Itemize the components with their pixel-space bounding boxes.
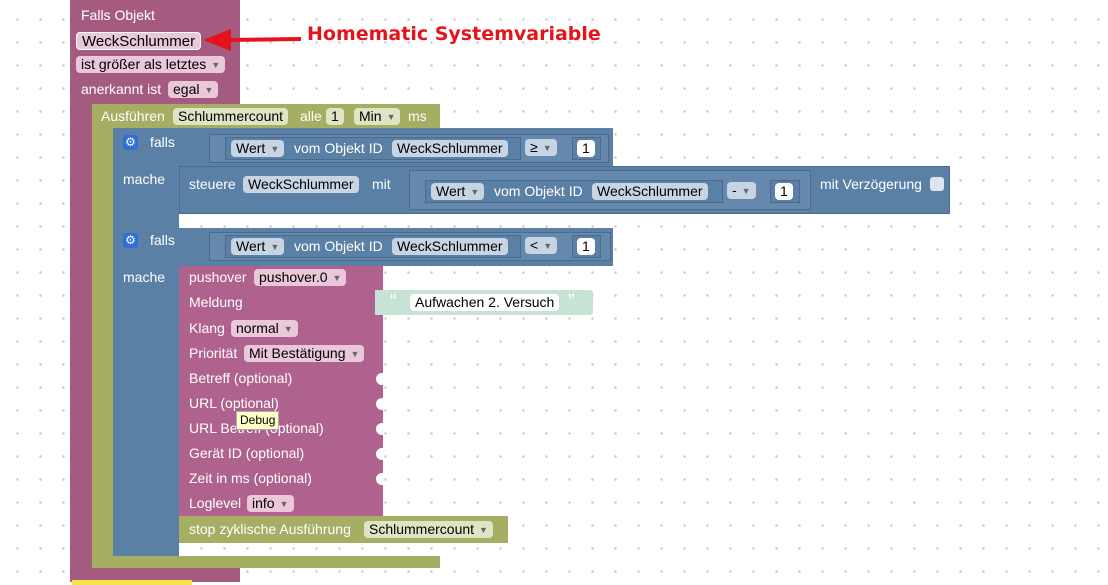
interval-block-spine <box>92 104 113 568</box>
trigger-condition-dropdown[interactable]: ist größer als letztes▼ <box>76 56 226 73</box>
if-2-of-label: vom Objekt ID <box>294 238 383 254</box>
chevron-down-icon: ▼ <box>211 60 221 70</box>
pushover-subject-label: Betreff (optional) <box>189 370 293 386</box>
trigger-block-next-connector <box>72 580 192 585</box>
if-block-2-spine <box>113 228 179 556</box>
control-delay-label: mit Verzögerung <box>820 176 922 192</box>
control-value-field[interactable]: 1 <box>775 183 793 200</box>
if-2-object-field[interactable]: WeckSchlummer <box>392 238 508 255</box>
pushover-label: pushover <box>189 269 247 285</box>
chevron-down-icon: ▼ <box>283 324 293 334</box>
chevron-down-icon: ▼ <box>332 273 342 283</box>
trigger-block-footer <box>70 566 240 582</box>
pushover-url-label: URL (optional) <box>189 395 279 411</box>
control-property-dropdown[interactable]: Wert▼ <box>431 183 485 200</box>
trigger-header: Falls Objekt <box>81 7 155 23</box>
chevron-down-icon: ▼ <box>350 349 360 359</box>
if-1-property-dropdown[interactable]: Wert▼ <box>231 140 285 157</box>
debug-tooltip: Debug <box>236 411 280 430</box>
control-object-field[interactable]: WeckSchlummer <box>243 176 359 193</box>
if-2-value-field[interactable]: 1 <box>577 238 595 255</box>
if-2-operator-dropdown[interactable]: <▼ <box>525 237 558 254</box>
subject-input-connector[interactable] <box>376 373 384 385</box>
control-operator-dropdown[interactable]: -▼ <box>727 182 756 199</box>
interval-every-label: alle <box>300 108 322 124</box>
if-1-operator-dropdown[interactable]: ≥▼ <box>525 139 557 156</box>
trigger-object-field[interactable]: WeckSchlummer <box>76 32 202 50</box>
chevron-down-icon: ▼ <box>386 112 396 122</box>
control-label: steuere <box>189 176 236 192</box>
chevron-down-icon: ▼ <box>204 85 214 95</box>
if-2-label: falls <box>150 232 175 248</box>
quote-close-icon: ” <box>568 291 575 313</box>
chevron-down-icon: ▼ <box>543 241 553 251</box>
device-input-connector[interactable] <box>376 448 384 460</box>
interval-suffix-label: ms <box>408 108 427 124</box>
if-1-label: falls <box>150 134 175 150</box>
control-with-label: mit <box>372 176 391 192</box>
ack-label: anerkannt ist <box>81 81 162 97</box>
if-block-1-footer <box>113 214 179 228</box>
chevron-down-icon: ▼ <box>470 187 480 197</box>
message-text-field[interactable]: Aufwachen 2. Versuch <box>410 294 560 311</box>
pushover-priority-dropdown[interactable]: Mit Bestätigung▼ <box>244 345 365 362</box>
if-1-value-field[interactable]: 1 <box>577 140 595 157</box>
interval-label: Ausführen <box>101 108 165 124</box>
pushover-sound-dropdown[interactable]: normal▼ <box>231 320 298 337</box>
url-title-input-connector[interactable] <box>376 423 384 435</box>
gear-icon[interactable]: ⚙ <box>123 233 138 248</box>
control-object-expr-field[interactable]: WeckSchlummer <box>592 183 708 200</box>
ack-dropdown[interactable]: egal▼ <box>168 81 219 98</box>
chevron-down-icon: ▼ <box>741 186 751 196</box>
time-input-connector[interactable] <box>376 473 384 485</box>
pushover-loglevel-dropdown[interactable]: info▼ <box>247 495 294 512</box>
if-2-property-dropdown[interactable]: Wert▼ <box>231 238 285 255</box>
interval-name-field[interactable]: Schlummercount <box>173 108 289 125</box>
chevron-down-icon: ▼ <box>479 525 488 535</box>
chevron-down-icon: ▼ <box>270 144 280 154</box>
control-delay-checkbox[interactable] <box>930 177 944 191</box>
gear-icon[interactable]: ⚙ <box>123 135 138 150</box>
interval-value-field[interactable]: 1 <box>326 108 344 125</box>
pushover-device-label: Gerät ID (optional) <box>189 445 305 461</box>
pushover-message-label: Meldung <box>189 294 243 310</box>
if-1-do-label: mache <box>123 171 166 187</box>
if-1-object-field[interactable]: WeckSchlummer <box>392 140 508 157</box>
pushover-priority-label: Priorität <box>189 345 238 361</box>
interval-unit-dropdown[interactable]: Min▼ <box>354 108 401 125</box>
url-input-connector[interactable] <box>376 398 384 410</box>
annotation-arrow-icon <box>203 29 302 51</box>
if-2-do-label: mache <box>123 269 166 285</box>
quote-open-icon: “ <box>390 291 397 313</box>
chevron-down-icon: ▼ <box>279 499 289 509</box>
chevron-down-icon: ▼ <box>270 242 280 252</box>
interval-block-footer <box>92 556 440 568</box>
control-of-label: vom Objekt ID <box>494 183 583 199</box>
annotation-label: Homematic Systemvariable <box>307 23 601 45</box>
trigger-block-spine <box>70 100 92 582</box>
pushover-loglevel-label: Loglevel <box>189 495 242 511</box>
pushover-block[interactable] <box>179 266 383 516</box>
pushover-time-label: Zeit in ms (optional) <box>189 470 312 486</box>
if-1-of-label: vom Objekt ID <box>294 140 383 156</box>
stop-name-dropdown[interactable]: Schlummercount▼ <box>364 521 493 538</box>
pushover-sound-label: Klang <box>189 320 225 336</box>
pushover-instance-dropdown[interactable]: pushover.0▼ <box>254 269 347 286</box>
stop-label: stop zyklische Ausführung <box>189 521 351 537</box>
chevron-down-icon: ▼ <box>542 143 552 153</box>
if-block-2-footer <box>113 542 179 556</box>
